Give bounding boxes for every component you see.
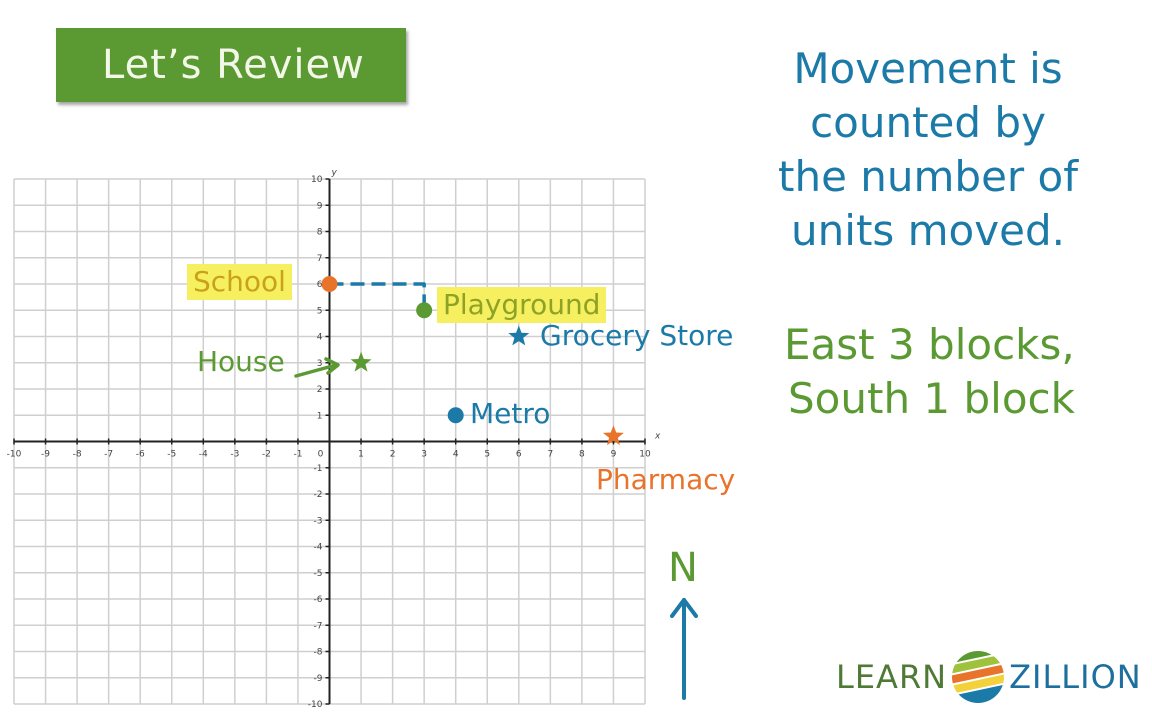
x-tick-label: -1 — [293, 450, 302, 460]
y-tick-label: 6 — [317, 280, 323, 290]
y-tick-label: 7 — [317, 254, 323, 264]
x-axis-label: x — [654, 432, 661, 442]
y-tick-label: 1 — [317, 411, 323, 421]
explanation-line: Movement is — [793, 44, 1063, 93]
x-tick-label: 0 — [318, 450, 324, 460]
house-pointer-arrow — [294, 363, 338, 378]
x-tick-label: 1 — [358, 450, 364, 460]
x-tick-label: 6 — [516, 450, 522, 460]
explanation-line: counted by — [810, 98, 1046, 147]
logo-zillion-text: ZILLION — [1009, 658, 1142, 696]
x-tick-label: -2 — [262, 450, 271, 460]
x-tick-label: 2 — [390, 450, 396, 460]
y-tick-label: -1 — [314, 464, 323, 474]
x-tick-label: 4 — [453, 450, 459, 460]
x-tick-label: -9 — [41, 450, 50, 460]
lets-review-banner: Let’s Review — [56, 28, 406, 102]
learnzillion-logo: LEARN ZILLION — [836, 648, 1142, 706]
x-tick-label: 10 — [639, 450, 651, 460]
house-label: House — [197, 345, 285, 378]
y-tick-label: 3 — [317, 359, 323, 369]
pharmacy-label: Pharmacy — [596, 463, 736, 496]
grocery-store-label: Grocery Store — [540, 319, 734, 352]
y-tick-label: 8 — [317, 228, 323, 238]
x-tick-label: 7 — [547, 450, 553, 460]
y-axis-label: y — [331, 168, 338, 178]
arrow-up-icon — [670, 598, 698, 700]
y-tick-label: 10 — [311, 175, 323, 185]
y-tick-label: 2 — [317, 385, 323, 395]
x-tick-label: -7 — [104, 450, 113, 460]
y-tick-label: 5 — [317, 306, 323, 316]
y-tick-label: -2 — [314, 490, 323, 500]
answer-text: East 3 blocks, South 1 block — [770, 318, 1120, 426]
x-tick-label: 5 — [484, 450, 490, 460]
compass-north-label: N — [668, 545, 698, 591]
explanation-text: Movement is counted by the number of uni… — [748, 42, 1108, 258]
explanation-line: units moved. — [791, 206, 1065, 255]
metro-marker-dot — [447, 407, 464, 424]
logo-globe-icon — [952, 651, 1005, 703]
school-label: School — [187, 264, 292, 300]
y-tick-label: -6 — [314, 595, 323, 605]
y-tick-label: -5 — [314, 569, 323, 579]
pharmacy-marker-star-icon — [603, 425, 624, 446]
answer-line: South 1 block — [788, 374, 1075, 423]
y-tick-label: -3 — [314, 516, 323, 526]
x-tick-label: 3 — [421, 450, 427, 460]
school-marker-dot — [321, 276, 338, 292]
playground-label: Playground — [437, 287, 607, 323]
explanation-line: the number of — [777, 152, 1079, 201]
y-tick-label: -4 — [314, 543, 323, 553]
x-tick-label: -10 — [7, 450, 22, 460]
x-tick-label: -8 — [73, 450, 82, 460]
y-tick-label: -8 — [314, 648, 323, 658]
metro-label: Metro — [470, 397, 551, 430]
grocery-store-marker-star-icon — [508, 325, 530, 346]
y-tick-label: 4 — [317, 333, 323, 343]
playground-marker-dot — [416, 302, 433, 319]
house-marker-star-icon — [350, 351, 372, 372]
x-tick-label: 8 — [579, 450, 585, 460]
x-tick-label: -6 — [136, 450, 145, 460]
house-pointer-arrowhead — [324, 357, 340, 375]
x-tick-label: -4 — [199, 450, 208, 460]
x-tick-label: 9 — [611, 450, 617, 460]
y-tick-label: -7 — [314, 621, 323, 631]
answer-line: East 3 blocks, — [784, 320, 1075, 369]
logo-learn-text: LEARN — [836, 658, 948, 696]
y-tick-label: 9 — [317, 201, 323, 211]
movement-path — [329, 282, 426, 311]
x-tick-label: -5 — [167, 450, 176, 460]
y-tick-label: -10 — [308, 700, 323, 710]
x-tick-label: -3 — [230, 450, 239, 460]
banner-title: Let’s Review — [102, 42, 365, 88]
y-tick-label: -9 — [314, 674, 323, 684]
